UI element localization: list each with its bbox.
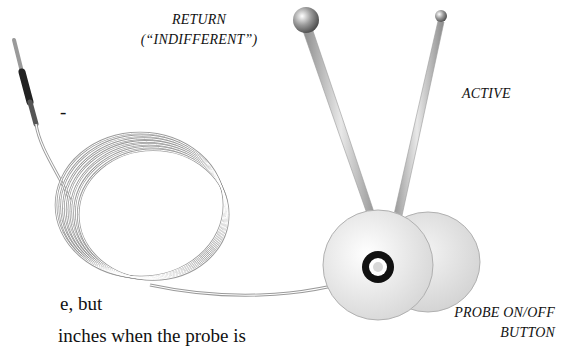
probe-body bbox=[293, 7, 480, 320]
cable-coil bbox=[56, 133, 228, 279]
on-off-button bbox=[362, 251, 394, 283]
coil-loop bbox=[63, 139, 225, 278]
part-label: RETURN (“INDIFFERENT”) bbox=[140, 10, 258, 50]
coil-loop bbox=[56, 133, 224, 277]
part-label: PROBE ON/OFF BUTTON bbox=[440, 303, 555, 343]
coil-loop bbox=[75, 147, 228, 279]
part-label: ACTIVE bbox=[462, 84, 522, 104]
body-text-fragment: e, but bbox=[60, 292, 120, 316]
coil-loop bbox=[78, 150, 228, 280]
body-text-fragment: - bbox=[60, 100, 80, 124]
coil-loop bbox=[71, 144, 227, 278]
coil-loop bbox=[63, 139, 225, 278]
coil-loop bbox=[67, 141, 226, 278]
coil-loop bbox=[67, 141, 226, 278]
coil-loop bbox=[78, 150, 228, 280]
jack-plug bbox=[14, 40, 36, 124]
coil-loop bbox=[60, 136, 225, 278]
cable bbox=[36, 124, 370, 295]
coil-loop bbox=[75, 147, 228, 279]
coil-loop bbox=[60, 136, 225, 278]
coil-loop bbox=[56, 133, 224, 277]
body-text-fragment: inches when the probe is bbox=[58, 324, 388, 348]
coil-loop bbox=[71, 144, 227, 278]
